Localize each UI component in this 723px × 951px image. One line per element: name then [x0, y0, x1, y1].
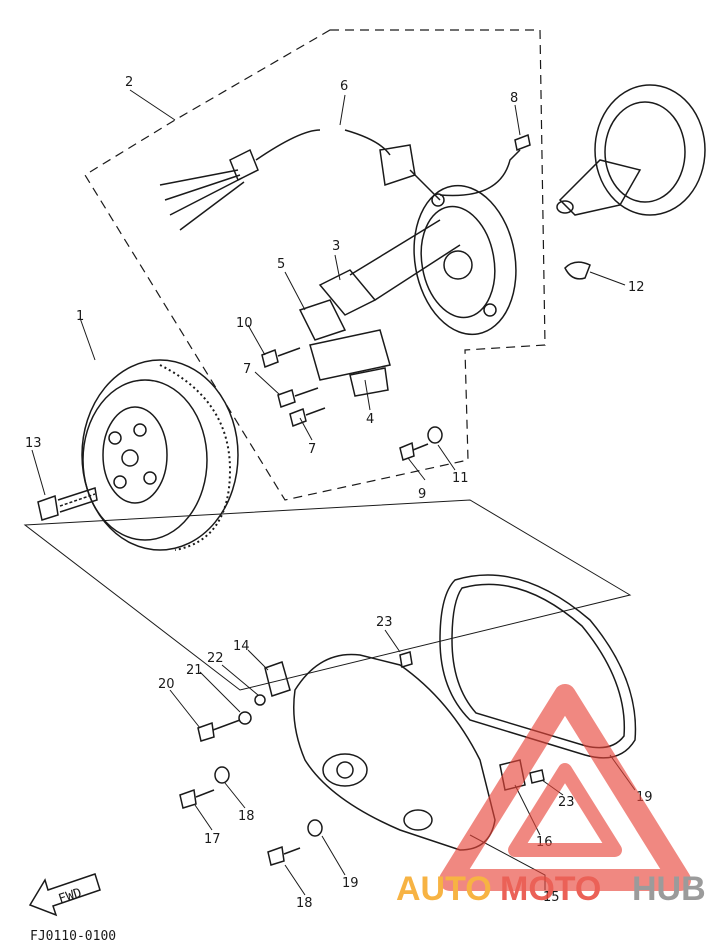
watermark-triangle [439, 684, 691, 891]
cover-section-outline [23, 499, 632, 691]
callout: 7 [308, 442, 316, 457]
fwd-label: FWD [57, 886, 84, 908]
callout: 21 [186, 663, 203, 678]
watermark-text-moto: MOTO [500, 870, 601, 908]
callout: 11 [452, 471, 469, 486]
leader-lines [31, 89, 636, 896]
flywheel-rotor [81, 359, 239, 551]
callout: 22 [207, 651, 224, 666]
callout: 9 [418, 487, 426, 502]
woodruff-key [564, 261, 591, 280]
callout-labels: 2 6 8 3 5 10 7 4 7 1 13 12 9 11 23 14 20… [25, 75, 653, 911]
callout: 2 [125, 75, 133, 90]
callout: 15 [543, 890, 560, 905]
callout: 10 [236, 316, 253, 331]
screw-9 [514, 133, 531, 152]
rotor-bolt-13 [37, 487, 98, 521]
callout: 20 [158, 677, 175, 692]
watermark-logo: AUTO MOTO HUB [396, 684, 706, 908]
callout: 23 [376, 615, 393, 630]
callout: 12 [628, 280, 645, 295]
callout: 13 [25, 436, 42, 451]
fwd-arrow: FWD [28, 873, 101, 917]
bolt-10-washer-11 [399, 426, 443, 461]
screws-7-8 [261, 347, 326, 428]
callout: 4 [366, 412, 374, 427]
magneto-cover [293, 653, 496, 851]
callout: 18 [296, 896, 313, 911]
callout: 14 [233, 639, 250, 654]
small-parts [197, 651, 545, 784]
assembly-outline [84, 29, 546, 501]
pickup-coil-assembly [298, 219, 461, 397]
callout: 17 [204, 832, 221, 847]
callout: 23 [558, 795, 575, 810]
callout: 7 [243, 362, 251, 377]
crankshaft-end [556, 84, 706, 216]
drawing-code: FJ0110-0100 [30, 929, 116, 944]
watermark-text-hub: HUB [632, 870, 706, 908]
watermark-text-auto: AUTO [396, 870, 492, 908]
callout: 1 [76, 309, 84, 324]
callout: 19 [342, 876, 359, 891]
callout: 5 [277, 257, 285, 272]
gasket [439, 574, 637, 759]
stator-plate [413, 184, 517, 336]
wire-harness [159, 129, 521, 231]
callout: 3 [332, 239, 340, 254]
callout: 6 [340, 79, 348, 94]
callout: 18 [238, 809, 255, 824]
callout: 8 [510, 91, 518, 106]
